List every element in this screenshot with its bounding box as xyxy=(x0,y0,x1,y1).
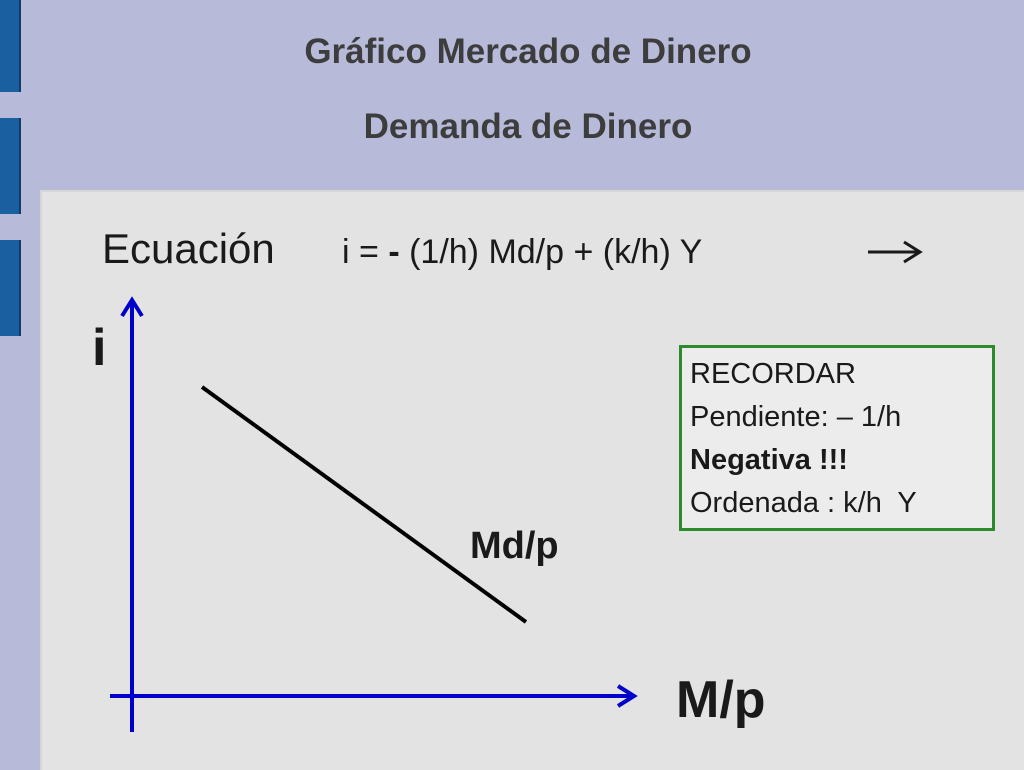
equation-part1: i = xyxy=(342,233,389,271)
note-line-4: Ordenada : k/h Y xyxy=(690,487,917,519)
y-axis-arrowhead xyxy=(120,296,144,318)
side-tab-1 xyxy=(0,0,21,92)
side-tab-2 xyxy=(0,118,21,214)
x-axis-label: M/p xyxy=(676,671,766,729)
slide-title: Gráfico Mercado de Dinero xyxy=(304,32,752,71)
equation-part2: (1/h) Md/p + (k/h) Y xyxy=(399,233,703,271)
note-line-3: Negativa !!! xyxy=(690,444,848,476)
equation-minus: - xyxy=(388,233,400,271)
note-line-2: Pendiente: – 1/h xyxy=(690,401,902,433)
reminder-note: RECORDAR Pendiente: – 1/h Negativa !!! O… xyxy=(679,345,995,531)
equation: i = - (1/h) Md/p + (k/h) Y xyxy=(342,233,702,272)
right-arrow-icon xyxy=(868,240,923,264)
side-tab-3 xyxy=(0,240,21,336)
equation-label: Ecuación xyxy=(102,225,275,272)
slide-subtitle: Demanda de Dinero xyxy=(363,107,693,146)
money-demand-curve xyxy=(200,385,528,624)
curve-label: Md/p xyxy=(470,525,559,567)
x-axis-arrowhead xyxy=(616,684,638,708)
note-line-1: RECORDAR xyxy=(690,358,856,390)
y-axis-label: i xyxy=(92,319,107,377)
